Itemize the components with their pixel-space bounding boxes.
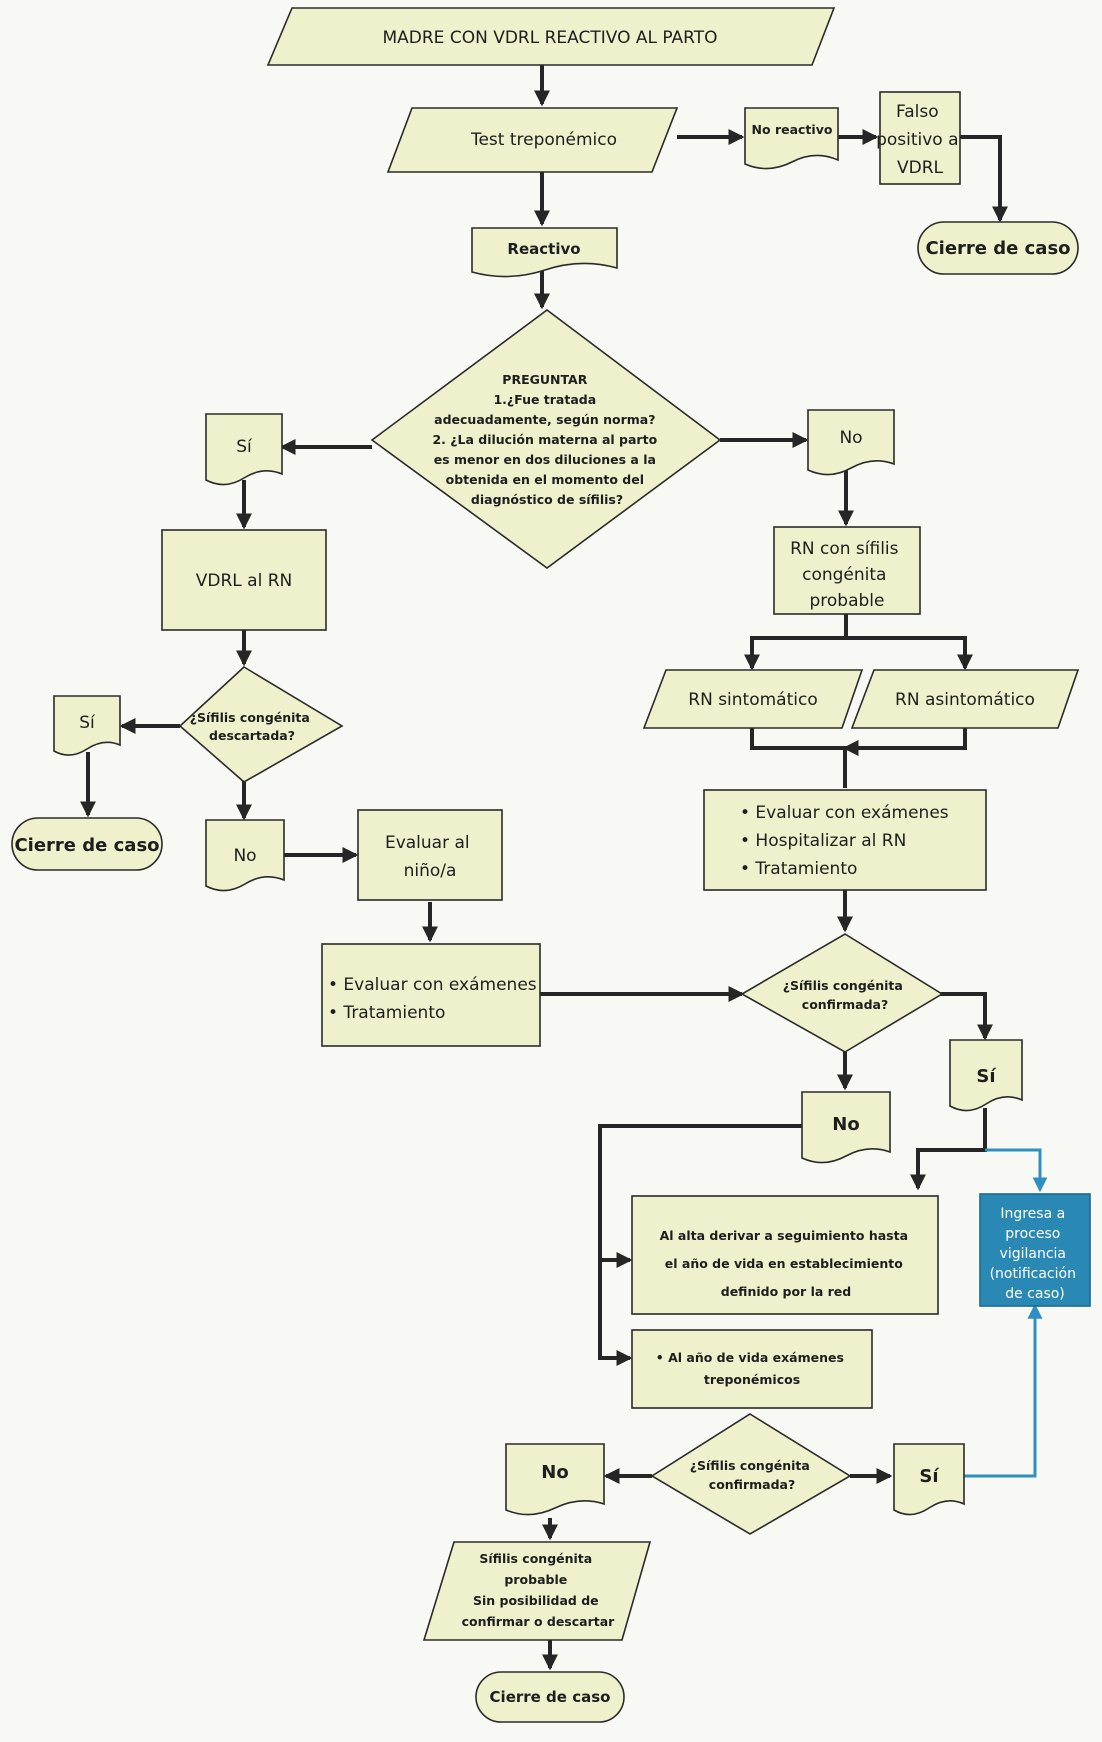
cierre-caso-3: Cierre de caso	[475, 1671, 625, 1723]
arrow-falso-to-cierre	[960, 135, 1008, 223]
si-document-3: Sí	[949, 1039, 1023, 1112]
svg-text:VDRL al RN: VDRL al RN	[196, 571, 292, 591]
arrow-no3-to-al-alta	[598, 1124, 802, 1268]
svg-text:Falso positivo a V: Falso positivo a VDRL	[876, 102, 964, 178]
cierre-caso-1: Cierre de caso	[917, 221, 1079, 275]
svg-text:RN con sífilis congénita: RN con sífilis congénita probable	[790, 539, 904, 611]
si-document-2: Sí	[53, 695, 121, 756]
svg-text:¿Sífilis congénita confi: ¿Sífilis congénita confirmada?	[690, 1458, 814, 1492]
svg-text:MADRE CON VDRL REACTIVO AL PAR: MADRE CON VDRL REACTIVO AL PARTO	[382, 28, 717, 48]
svg-text:Ingresa a proceso: Ingresa a proceso vigilancia (notificaci…	[990, 1206, 1081, 1302]
falso-positivo-box: Falso positivo a VDRL	[876, 91, 964, 185]
svg-text:RN sintomático: RN sintomático	[688, 690, 817, 710]
svg-text:• Evaluar con exámenes: • Evaluar con exámenes • Hospitalizar al…	[740, 803, 954, 879]
no-document-4: No	[505, 1443, 605, 1516]
rn-probable-box: RN con sífilis congénita probable	[773, 526, 921, 615]
svg-text:No: No	[839, 428, 862, 448]
svg-text:No: No	[832, 1114, 859, 1135]
connectors	[80, 65, 1048, 1671]
svg-text:No: No	[541, 1462, 568, 1483]
arrow-confirmada-to-si	[940, 992, 993, 1041]
svg-text:No: No	[233, 846, 256, 866]
svg-text:Reactivo: Reactivo	[507, 240, 580, 258]
reactivo-document: Reactivo	[471, 227, 618, 278]
vdrl-rn-box: VDRL al RN	[161, 529, 327, 631]
svg-text:PREGUNTAR 1.¿Fue tratada: PREGUNTAR 1.¿Fue tratada adecuadamente, …	[432, 372, 661, 507]
descartada-decision: ¿Sífilis congénita descartada?	[178, 666, 344, 783]
no-document-1: No	[807, 409, 895, 476]
no-document-3: No	[801, 1091, 891, 1164]
svg-text:Sí: Sí	[976, 1066, 996, 1087]
no-document-2: No	[205, 819, 285, 892]
rn-sintomatico-node: RN sintomático	[642, 669, 864, 729]
arrow-vigilancia-branch	[985, 1148, 1048, 1193]
svg-text:• Al año de vida exámenes: • Al año de vida exámenes treponémicos	[656, 1350, 849, 1387]
svg-text:Al alta derivar a seguimiento: Al alta derivar a seguimiento hasta el a…	[660, 1228, 913, 1299]
merge-rn-types	[750, 728, 967, 788]
confirmada-decision-1: ¿Sífilis congénita confirmada?	[740, 933, 944, 1053]
split-rn-probable-right	[846, 636, 973, 671]
start-node: MADRE CON VDRL REACTIVO AL PARTO	[266, 7, 836, 66]
no-reactivo-document: No reactivo	[744, 107, 839, 170]
svg-text:RN asintomático: RN asintomático	[895, 690, 1035, 710]
start-node-label: MADRE CON VDRL REACTIVO AL PARTO	[382, 28, 717, 48]
svg-text:Sí: Sí	[919, 1466, 939, 1487]
svg-text:Cierre de caso: Cierre de caso	[925, 238, 1070, 259]
test-treponemico-node: Test treponémico	[386, 107, 679, 173]
arrow-si3-down	[910, 1108, 987, 1191]
svg-text:¿Sífilis congénita confi: ¿Sífilis congénita confirmada?	[783, 978, 907, 1012]
probable-final-node: Sífilis congénita probable Sin posibilid…	[422, 1541, 652, 1641]
vigilancia-box: Ingresa a proceso vigilancia (notificaci…	[979, 1193, 1091, 1307]
svg-text:Cierre de caso: Cierre de caso	[14, 835, 159, 856]
svg-text:No reactivo: No reactivo	[752, 122, 833, 137]
svg-text:• Evaluar con exámenes •: • Evaluar con exámenes • Tratamiento	[328, 975, 542, 1023]
svg-text:Cierre de caso: Cierre de caso	[490, 1688, 611, 1706]
si-document-4: Sí	[893, 1443, 965, 1516]
rn-asintomatico-node: RN asintomático	[850, 669, 1080, 729]
al-anio-box: • Al año de vida exámenes treponémicos	[631, 1329, 873, 1409]
eval-hosp-box: • Evaluar con exámenes • Hospitalizar al…	[703, 789, 987, 891]
preguntar-decision: PREGUNTAR 1.¿Fue tratada adecuadamente, …	[370, 309, 722, 569]
al-alta-box: Al alta derivar a seguimiento hasta el a…	[631, 1195, 939, 1315]
svg-text:¿Sífilis congénita desca: ¿Sífilis congénita descartada?	[190, 710, 314, 743]
svg-text:Sí: Sí	[79, 713, 96, 733]
eval-trat-box: • Evaluar con exámenes • Tratamiento	[321, 943, 542, 1047]
si-document-1: Sí	[205, 413, 283, 486]
evaluar-nino-box: Evaluar al niño/a	[357, 809, 503, 901]
svg-text:Evaluar al niño/a: Evaluar al niño/a	[385, 833, 475, 881]
arrow-si4-to-vigilancia	[964, 1303, 1043, 1478]
cierre-caso-2: Cierre de caso	[11, 817, 163, 871]
svg-text:Sífilis congénita probab: Sífilis congénita probable Sin posibilid…	[462, 1551, 616, 1629]
arrow-no3-to-al-anio	[598, 1260, 633, 1366]
confirmada-decision-2: ¿Sífilis congénita confirmada?	[650, 1413, 852, 1535]
svg-text:Sí: Sí	[236, 437, 253, 457]
split-rn-probable	[744, 614, 848, 671]
svg-text:Test treponémico: Test treponémico	[470, 130, 617, 150]
